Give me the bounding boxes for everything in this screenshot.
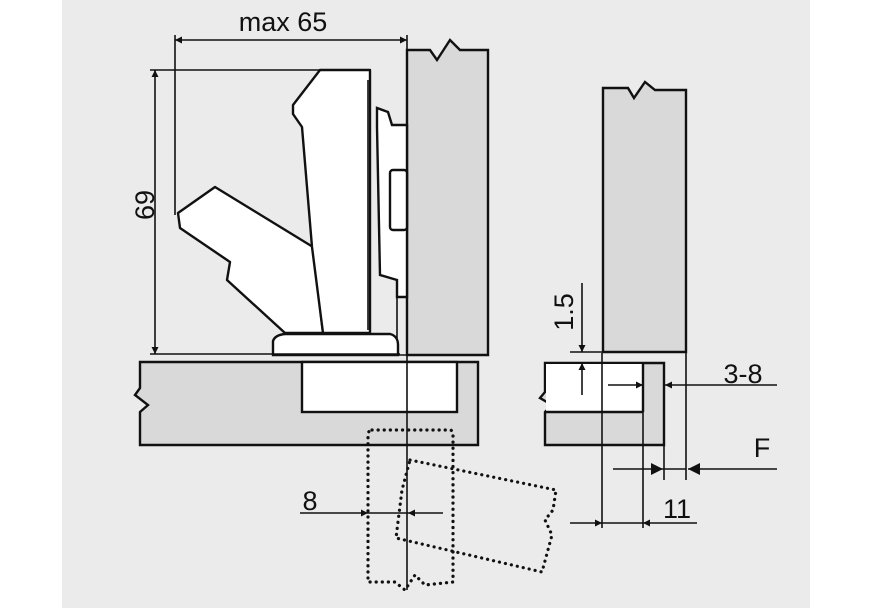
max-65-label: max 65 [239, 7, 328, 37]
dotted-cup-outline [366, 428, 455, 593]
hinge-base-plate [271, 332, 400, 357]
mounting-plate-slot [388, 168, 409, 232]
detail-door-cutaway [546, 364, 643, 412]
clearance-8-label: 8 [302, 486, 317, 516]
overlay-3-8-label: 3-8 [723, 359, 762, 389]
cup-offset-11-label: 11 [663, 494, 691, 524]
cabinet-side-panel [405, 38, 490, 357]
height-69-label: 69 [130, 190, 160, 220]
detail-side-panel [601, 80, 688, 354]
hinge-cup-cavity [300, 360, 459, 414]
overlay-f-label: F [754, 433, 771, 463]
gap-1-5-label: 1.5 [549, 293, 579, 331]
hinge-main-arm [291, 68, 372, 335]
